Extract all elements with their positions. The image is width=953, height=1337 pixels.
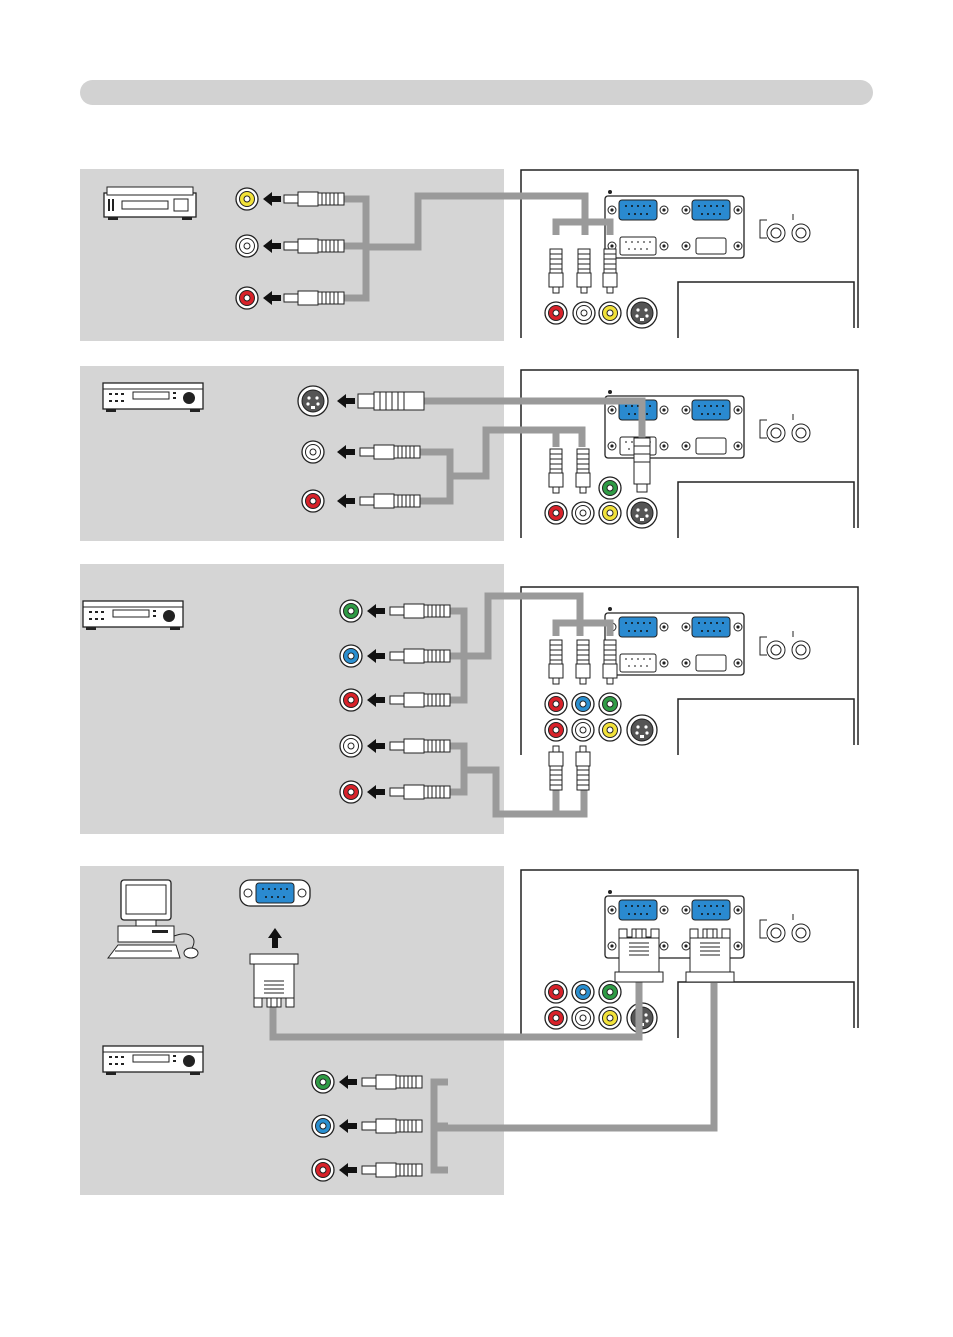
jack-white — [302, 441, 324, 463]
projector-jack-white — [573, 302, 595, 324]
arrow-left-icon — [367, 693, 385, 707]
arrow-left-icon — [337, 394, 355, 408]
arrow-left-icon — [337, 494, 355, 508]
projector-jack-red — [545, 302, 567, 324]
projector-jack-green — [599, 477, 621, 499]
jack-white — [236, 235, 258, 257]
projector-jack-white — [572, 719, 594, 741]
arrow-left-icon — [367, 649, 385, 663]
arrow-left-icon — [339, 1119, 357, 1133]
projector-jack-green — [599, 981, 621, 1003]
projector-jack-white — [572, 1007, 594, 1029]
vcr-icon — [104, 187, 196, 220]
vga-jack — [240, 880, 310, 906]
projector-jack-red — [545, 693, 567, 715]
projector-s-video-jack — [627, 298, 657, 328]
projector-jack-red — [545, 1007, 567, 1029]
arrow-left-icon — [367, 739, 385, 753]
computer-icon — [108, 880, 198, 958]
jack-yellow — [236, 188, 258, 210]
projector-jack-blue — [572, 693, 594, 715]
jack-red — [302, 490, 324, 512]
projector-jack-green — [599, 693, 621, 715]
jack-white — [340, 735, 362, 757]
jack-blue — [312, 1115, 334, 1137]
projector-s-video-jack — [627, 498, 657, 528]
projector-jack-yellow — [599, 1007, 621, 1029]
arrow-left-icon — [263, 291, 281, 305]
arrow-left-icon — [263, 192, 281, 206]
projector-jack-red — [545, 719, 567, 741]
arrow-left-icon — [367, 604, 385, 618]
dvd-player-icon — [83, 601, 183, 630]
projector-jack-white — [572, 502, 594, 524]
projector-jack-red — [545, 502, 567, 524]
projector-jack-blue — [572, 981, 594, 1003]
projector-jack-red — [545, 981, 567, 1003]
jack-red — [236, 287, 258, 309]
dvd-player-icon — [103, 383, 203, 412]
arrow-left-icon — [339, 1075, 357, 1089]
projector-s-video-jack — [627, 715, 657, 745]
arrow-left-icon — [263, 239, 281, 253]
jack-red — [340, 781, 362, 803]
jack-green — [340, 600, 362, 622]
projector-jack-yellow — [599, 502, 621, 524]
arrow-up-icon — [268, 928, 282, 948]
projector-jack-yellow — [599, 719, 621, 741]
arrow-left-icon — [367, 785, 385, 799]
arrow-left-icon — [337, 445, 355, 459]
jack-green — [312, 1071, 334, 1093]
arrow-left-icon — [339, 1163, 357, 1177]
jack-red — [340, 689, 362, 711]
jack-blue — [340, 645, 362, 667]
projector-jack-yellow — [599, 302, 621, 324]
s-video-jack — [298, 386, 328, 416]
dvd-player-icon — [103, 1046, 203, 1075]
jack-red — [312, 1159, 334, 1181]
